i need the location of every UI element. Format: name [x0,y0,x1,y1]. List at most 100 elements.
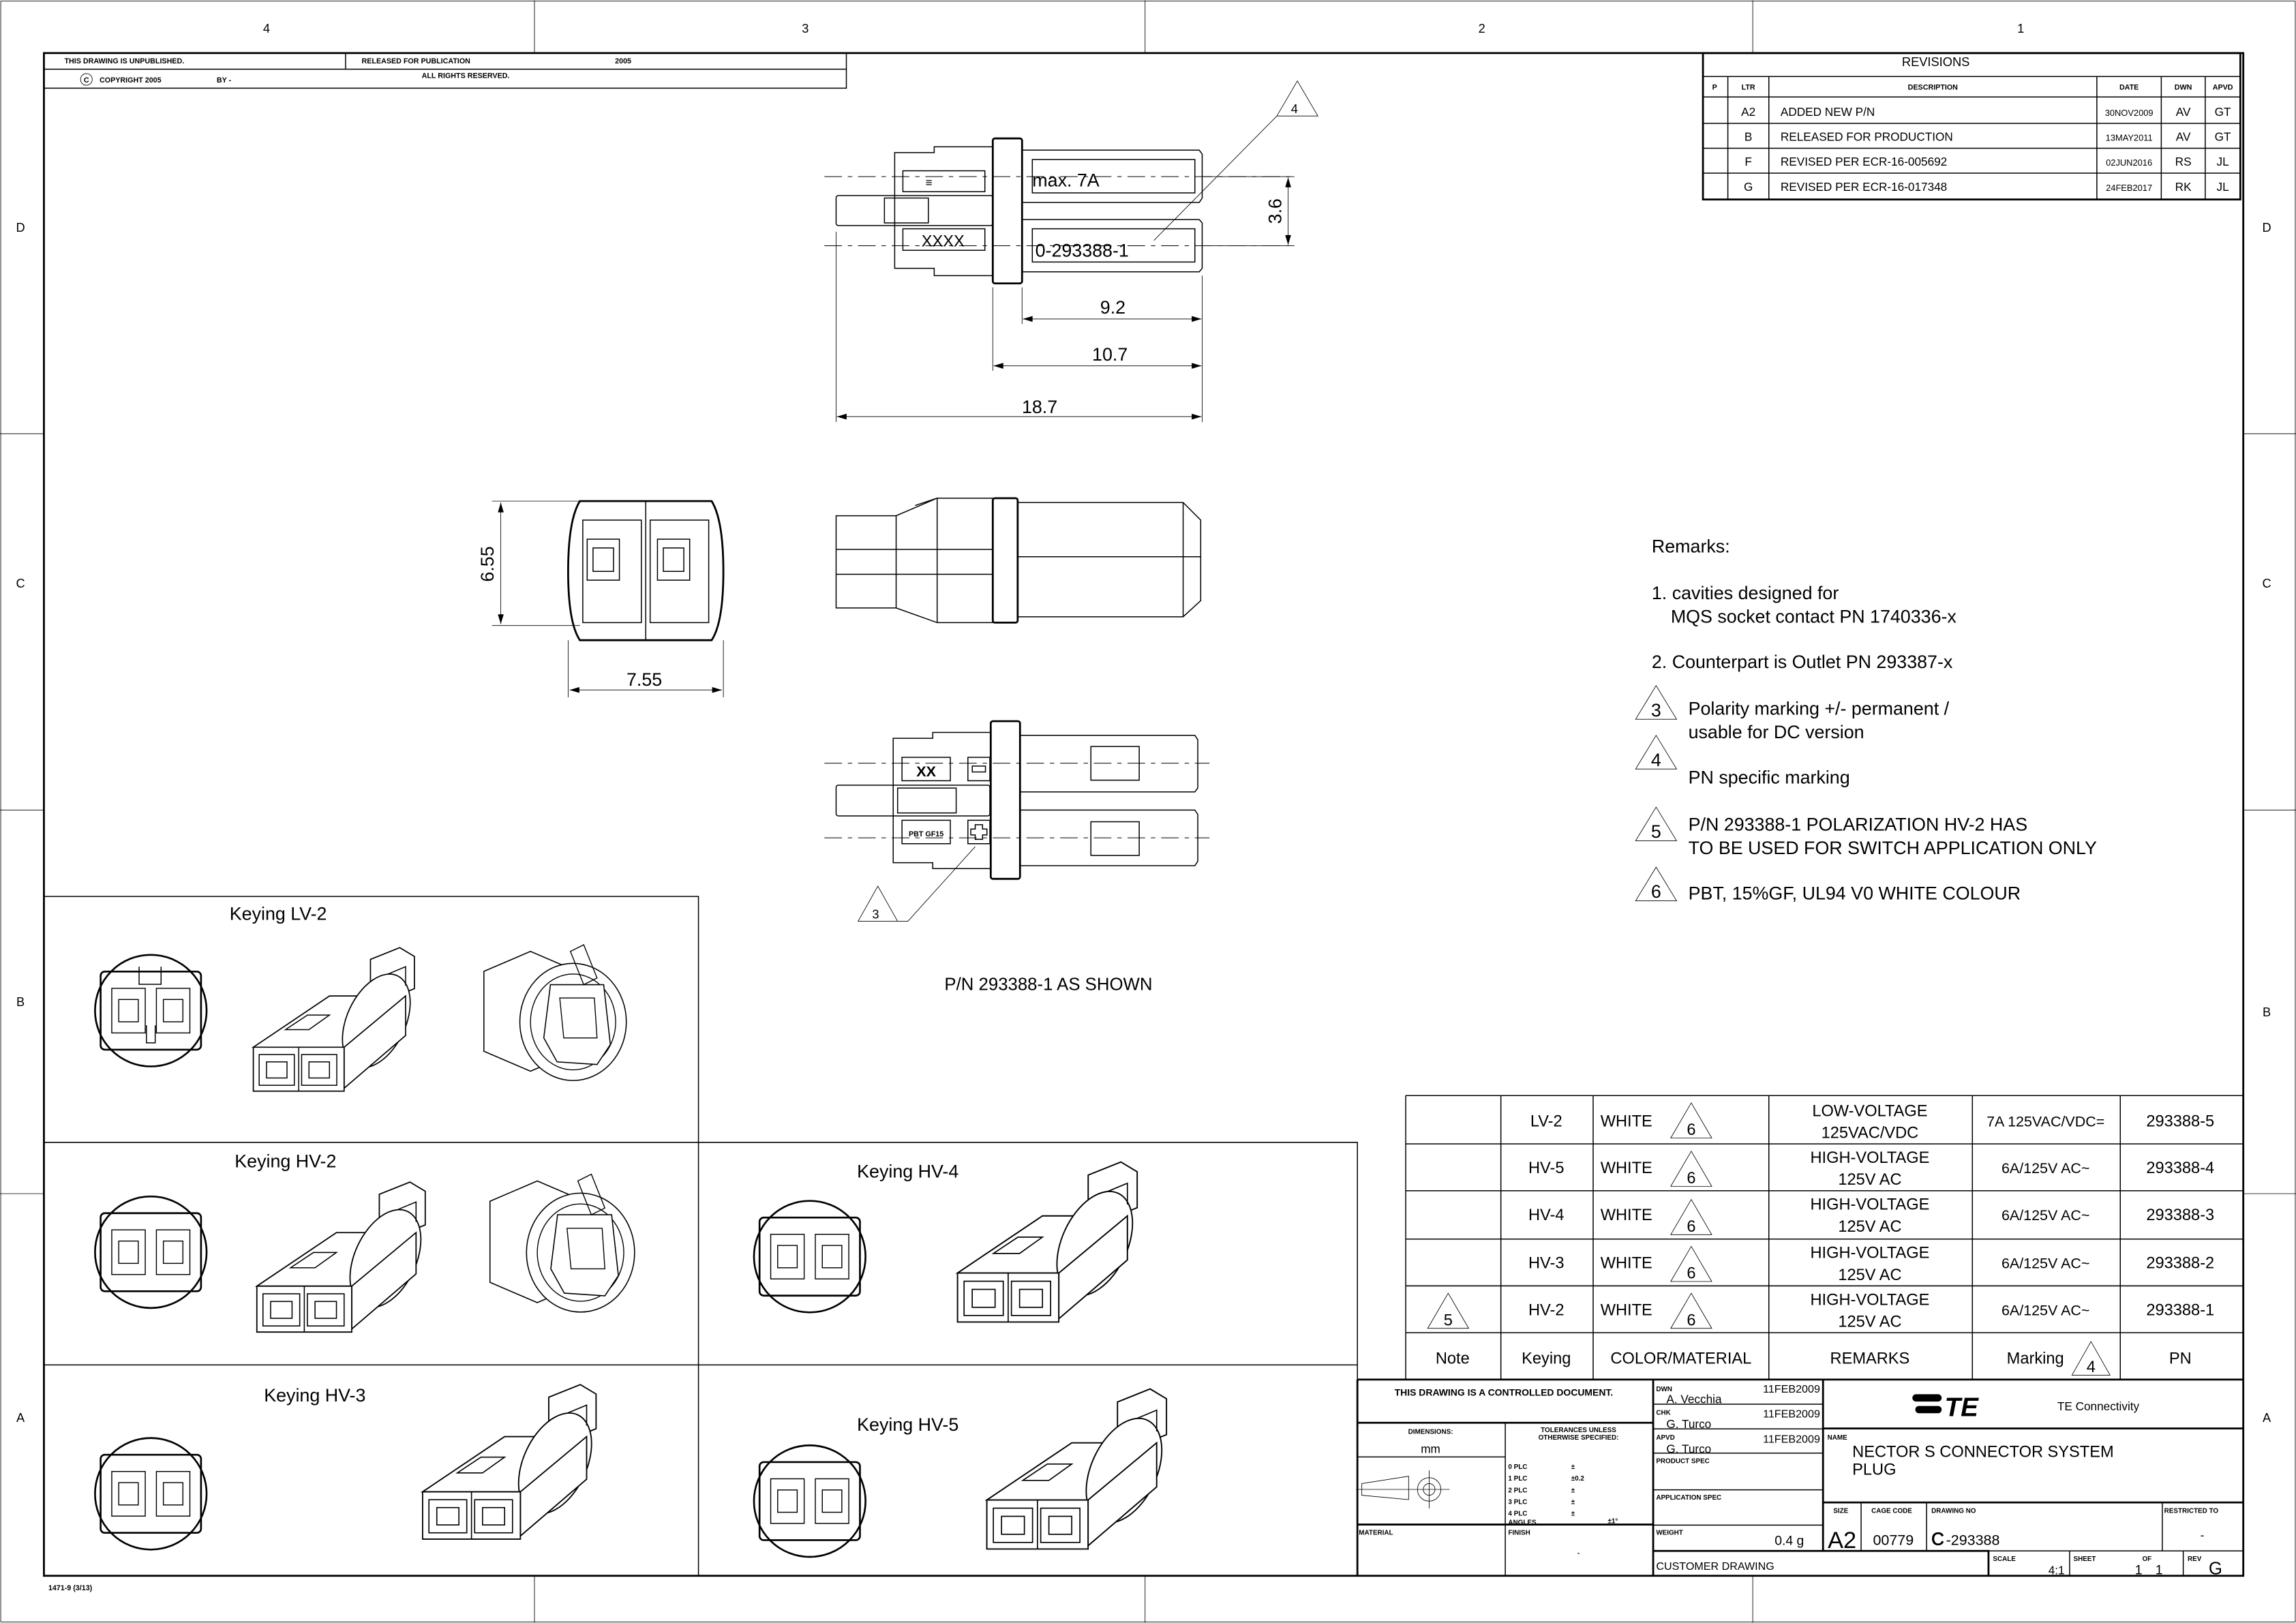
revisions-table: REVISIONS P LTR DESCRIPTION DATE DWN APV… [1702,52,2241,201]
header-pn: PN [2169,1350,2192,1367]
color-cell: WHITE [1601,1207,1652,1224]
remarks-cell-2: 125VAC/VDC [1822,1124,1919,1142]
size-value: A2 [1828,1528,1856,1553]
keying-hv-4: Keying HV-4 [753,1161,1149,1323]
material-label: MATERIAL [1359,1530,1393,1537]
zone-column-3: 3 [802,21,809,35]
copyright-icon [80,73,93,86]
remarks-cell: HIGH-VOLTAGE [1810,1149,1929,1167]
rev-ltr: B [1744,130,1752,144]
keying-label: Keying HV-5 [857,1414,958,1435]
rev-ltr: A2 [1741,105,1755,119]
copyright-by: BY - [217,76,232,85]
rev-description: REVISED PER ECR-16-005692 [1781,155,1947,168]
drawn-label: DWN [1656,1386,1672,1393]
bottom-code-marking: XX [916,763,936,780]
dimension-height-label: 6.55 [477,546,498,581]
remarks-cell-2: 125V AC [1838,1314,1901,1331]
rev-header-dwn: DWN [2175,84,2192,92]
angles-value: ±1° [1607,1517,1618,1525]
rev-date: 13MAY2011 [2106,133,2153,143]
keying-iso-view [421,1384,607,1540]
revision-row: B RELEASED FOR PRODUCTION 13MAY2011 AV G… [1744,130,2231,144]
zone-row-a: A [16,1410,25,1425]
sheet-total: 1 [2156,1564,2163,1578]
parts-row: LV-2 WHITE 6 LOW-VOLTAGE 125VAC/VDC 7A 1… [1530,1102,2214,1142]
note-ref: 6 [1687,1121,1695,1139]
keying-hv-2: Keying HV-2 [94,1151,635,1333]
plc-4-value: ± [1571,1511,1575,1518]
rev-date: 02JUN2016 [2106,157,2152,168]
color-cell: WHITE [1601,1112,1652,1130]
copyright-symbol: C [84,76,89,85]
company-name: TE Connectivity [2057,1399,2140,1413]
rev-apvd: GT [2215,130,2231,144]
rev-dwn: RK [2175,180,2192,194]
scale-value: 4:1 [2049,1564,2065,1577]
plc-2: 2 PLC [1508,1487,1527,1494]
dimensions-label: DIMENSIONS: [1408,1428,1453,1436]
remarks-cell-2: 125V AC [1838,1171,1901,1189]
zone-column-2: 2 [1479,21,1485,35]
code-marking: XXXX [922,232,965,250]
plc-3: 3 PLC [1508,1498,1527,1506]
revision-row: G REVISED PER ECR-16-017348 24FEB2017 RK… [1744,180,2229,194]
shown-part-caption: P/N 293388-1 AS SHOWN [944,975,1152,995]
color-cell: WHITE [1601,1301,1652,1319]
note-ref: 6 [1687,1218,1695,1236]
tolerances-label-2: OTHERWISE SPECIFIED: [1539,1434,1619,1442]
keying-iso-view [986,1388,1178,1550]
top-view: ≡ max. 7A 0-293388-1 XXXX 3.6 9.2 10.7 1… [824,80,1318,423]
keying-cell: HV-5 [1528,1159,1564,1177]
customer-drawing-label: CUSTOMER DRAWING [1656,1560,1774,1573]
rev-description: REVISED PER ECR-16-017348 [1781,180,1947,194]
note-ref: 6 [1687,1170,1695,1187]
marking-cell: 6A/125V AC~ [2002,1256,2090,1272]
marking-cell: 6A/125V AC~ [2002,1302,2090,1318]
product-spec-label: PRODUCT SPEC [1656,1457,1709,1465]
released-label: RELEASED FOR PUBLICATION [362,57,471,65]
remark-6: PBT, 15%GF, UL94 V0 WHITE COLOUR [1689,883,2021,903]
note-triangle-icons [1635,684,1678,901]
revision-row: F REVISED PER ECR-16-005692 02JUN2016 RS… [1744,155,2229,168]
note-cell: 5 [1444,1311,1453,1329]
remark-6-number: 6 [1651,881,1661,902]
publication-header: THIS DRAWING IS UNPUBLISHED. RELEASED FO… [44,52,847,89]
remark-1: 1. cavities designed for [1652,583,1839,603]
zone-row-b: B [16,995,25,1009]
zone-row-a-right: A [2263,1410,2271,1425]
unpublished-notice: THIS DRAWING IS UNPUBLISHED. [65,57,185,65]
header-marking: Marking [2007,1350,2064,1367]
rev-header-p: P [1712,84,1717,92]
dimension-width-label: 7.55 [626,669,662,690]
keying-cell: LV-2 [1530,1112,1562,1130]
keying-iso-view [252,947,425,1092]
rev-dwn: AV [2176,130,2191,144]
weight-label: WEIGHT [1656,1530,1683,1537]
plc-2-value: ± [1571,1487,1575,1494]
callout-4-icon [1153,80,1318,241]
plc-4: 4 PLC [1508,1511,1527,1518]
plc-1-value: ±0.2 [1571,1475,1585,1483]
zone-row-b-right: B [2263,1005,2271,1019]
rights-reserved: ALL RIGHTS RESERVED. [422,72,510,80]
marking-cell: 6A/125V AC~ [2002,1160,2090,1177]
te-logo-icon: TE [1912,1393,1979,1423]
parts-row: 5 HV-2 WHITE 6 HIGH-VOLTAGE 125V AC 6A/1… [1427,1291,2214,1331]
tolerances-label: TOLERANCES UNLESS [1541,1427,1616,1434]
note-ref: 6 [1687,1265,1695,1283]
plc-0-value: ± [1571,1463,1575,1471]
manufacturer-logo-marking: ≡ [926,175,933,189]
dimension-front-label: 10.7 [1092,344,1128,365]
sheet-label: SHEET [2074,1556,2096,1563]
pn-cell: 293388-3 [2146,1207,2214,1224]
remarks-cell-2: 125V AC [1838,1218,1901,1236]
approved-by: G. Turco [1666,1442,1711,1455]
angles-label: ANGLES [1508,1519,1537,1527]
size-label: SIZE [1833,1507,1848,1515]
name-label: NAME [1828,1434,1847,1442]
pn-cell: 293388-4 [2146,1159,2214,1177]
finish-value: - [1577,1550,1580,1558]
drawing-number-label: DRAWING NO [1931,1507,1976,1515]
